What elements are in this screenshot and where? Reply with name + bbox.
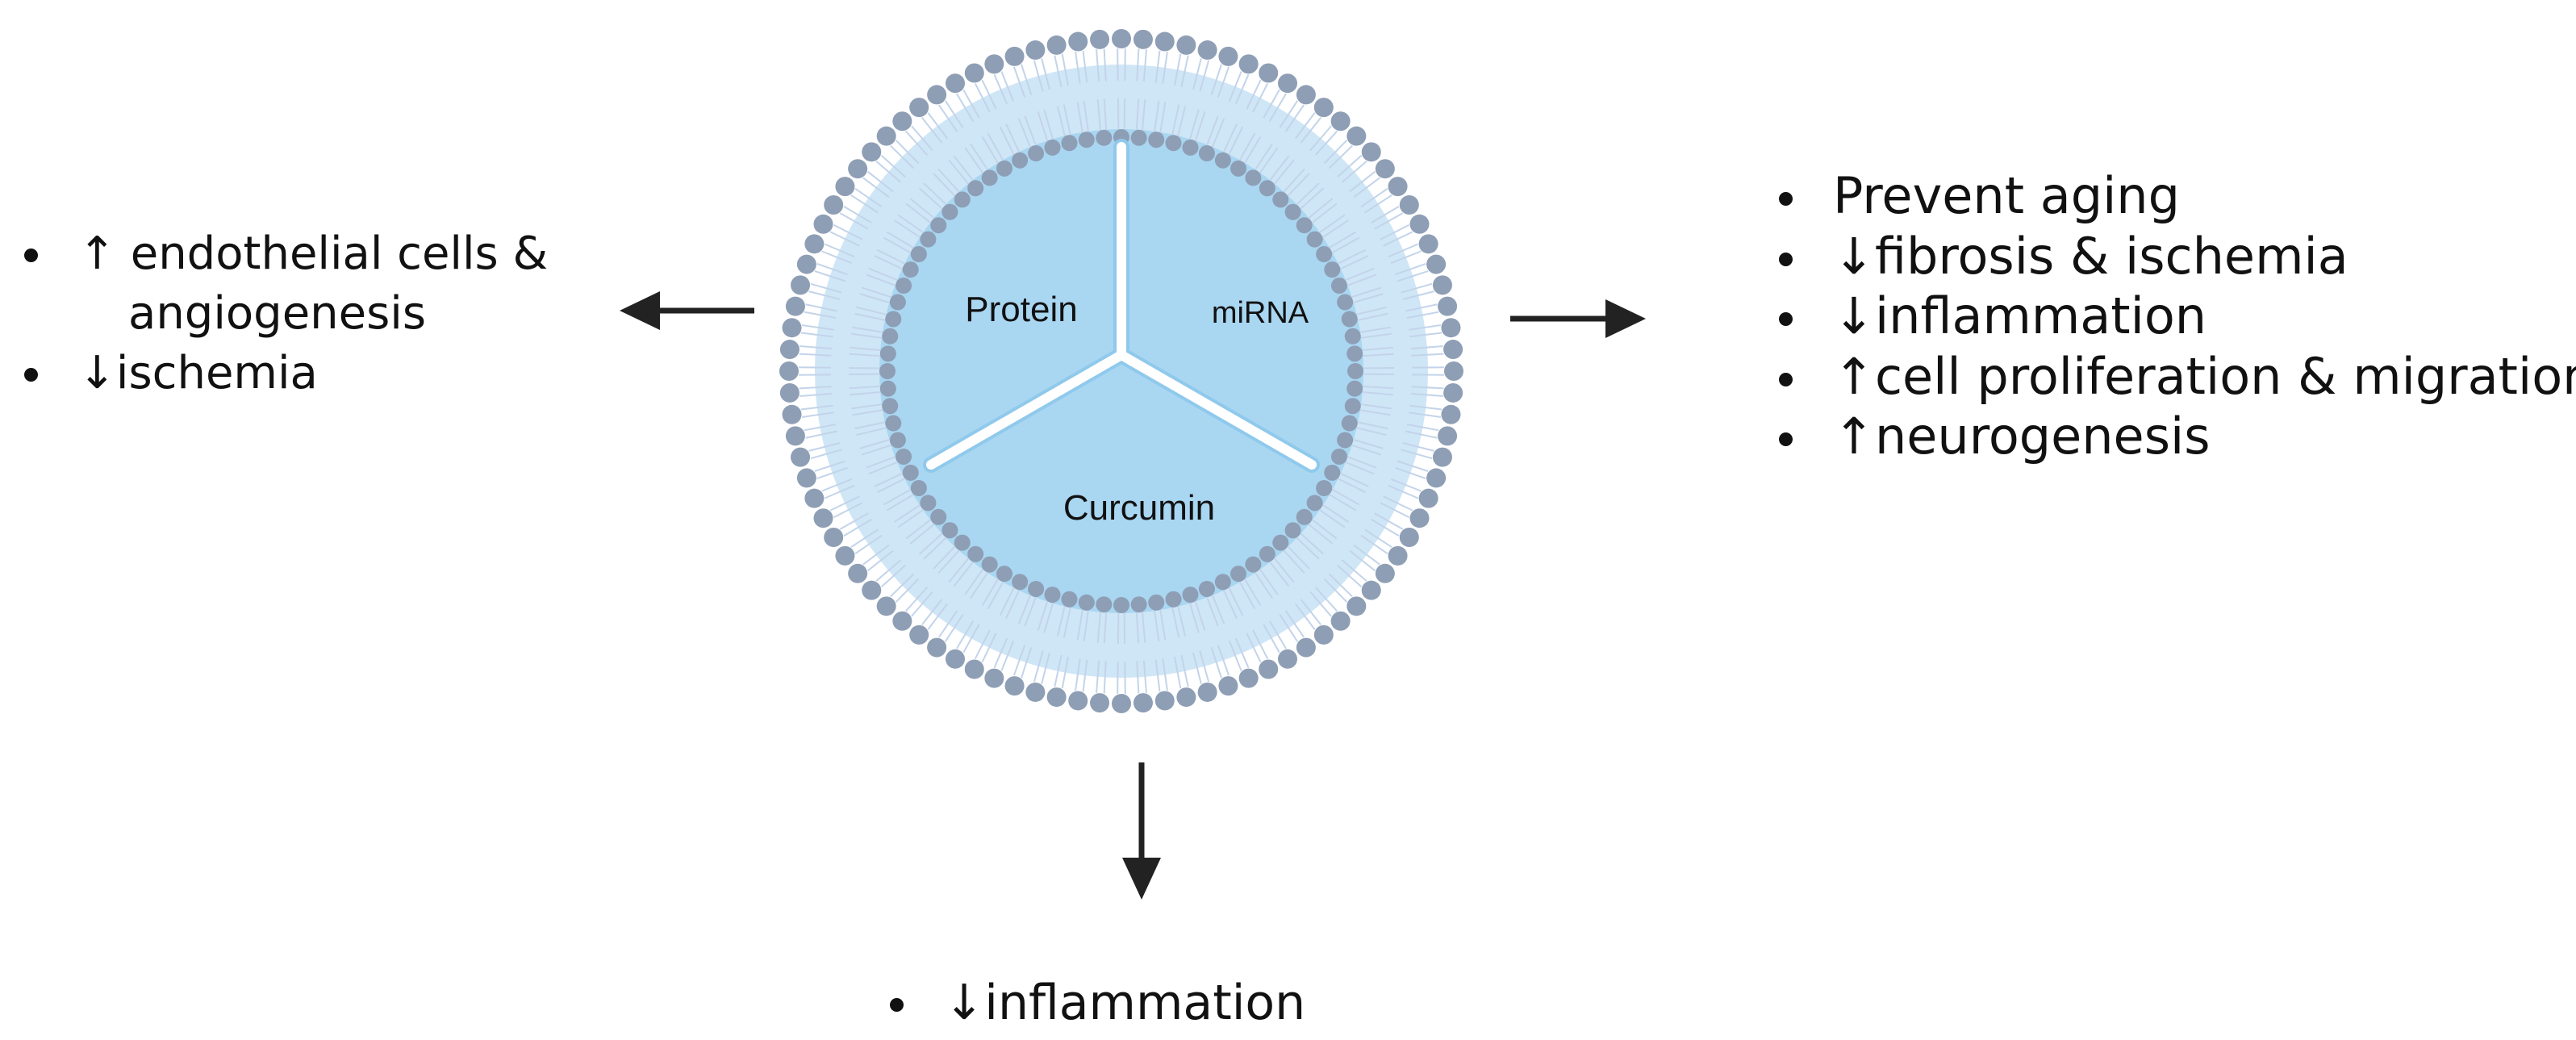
right-arrow (1510, 299, 1646, 338)
vesicle-lumen (879, 129, 1363, 613)
down-arrow (1122, 762, 1161, 900)
effect-text: neurogenesis (1874, 407, 2211, 466)
bottom-effects-list: ↓inflammation (883, 973, 1305, 1033)
list-item: ↑neurogenesis (1772, 407, 2576, 467)
effect-text: inflammation (984, 975, 1306, 1031)
effect-text: ischemia (115, 347, 318, 399)
left-arrow (620, 291, 754, 330)
compartment-dividers (923, 139, 1320, 473)
inner-lipid-tails (849, 98, 1394, 644)
increase-arrow-icon: ↑ (1833, 407, 1875, 466)
effect-text: fibrosis & ischemia (1874, 226, 2348, 286)
effect-text-continuation: angiogenesis (128, 287, 427, 340)
increase-arrow-icon: ↑ (1833, 346, 1875, 406)
effect-text: cell proliferation & migration (1874, 346, 2576, 406)
left-effects-list: ↑ endothelial cells & angiogenesis ↓isch… (18, 224, 548, 403)
effect-text: Prevent aging (1833, 166, 2180, 225)
list-item: ↓inflammation (883, 973, 1305, 1033)
increase-arrow-icon: ↑ (78, 228, 116, 280)
decrease-arrow-icon: ↓ (78, 347, 116, 399)
decrease-arrow-icon: ↓ (944, 975, 985, 1031)
right-effects-list: Prevent aging ↓fibrosis & ischemia ↓infl… (1772, 166, 2576, 467)
decrease-arrow-icon: ↓ (1833, 286, 1875, 345)
list-item: ↓inflammation (1772, 286, 2576, 347)
curcumin-label: Curcumin (1063, 488, 1215, 528)
list-item: Prevent aging (1772, 166, 2576, 227)
outer-lipid-heads (779, 29, 1463, 713)
list-item: ↓ischemia (18, 344, 548, 403)
effect-text: endothelial cells & (130, 228, 549, 280)
list-item: ↓fibrosis & ischemia (1772, 227, 2576, 287)
inner-lipid-heads (879, 129, 1363, 613)
outer-lipid-tails (799, 48, 1444, 694)
decrease-arrow-icon: ↓ (1833, 226, 1875, 286)
list-item: ↑cell proliferation & migration (1772, 347, 2576, 407)
effect-text: inflammation (1874, 286, 2207, 345)
mirna-label: miRNA (1212, 296, 1309, 330)
protein-label: Protein (965, 290, 1077, 329)
extracellular-vesicle: Protein miRNA Curcumin (779, 29, 1463, 713)
list-item: ↑ endothelial cells & angiogenesis (18, 224, 548, 344)
